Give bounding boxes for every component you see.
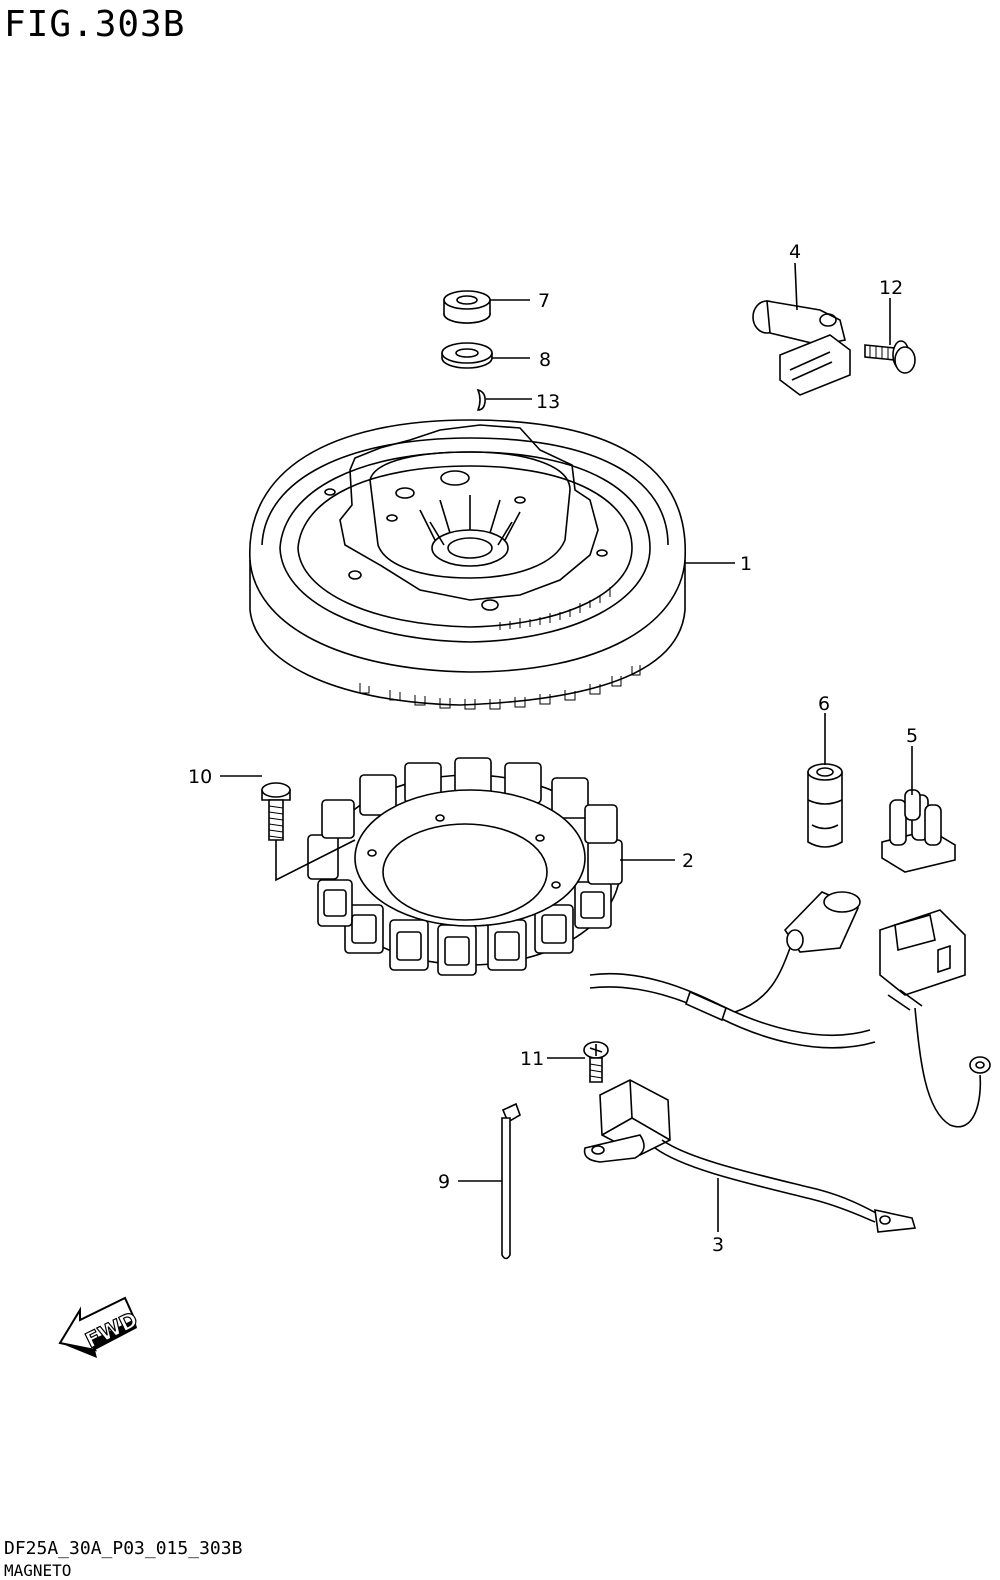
stator-coils — [307, 757, 623, 976]
flywheel-part-1[interactable] — [249, 419, 686, 710]
callout-8: 8 — [539, 349, 551, 371]
bolt-part-10[interactable] — [261, 782, 291, 841]
figure-title: FIG.303B — [4, 4, 186, 45]
washer-part-8[interactable] — [441, 342, 493, 369]
cable-tie-part-9[interactable] — [501, 1102, 521, 1260]
callout-2: 2 — [682, 850, 694, 872]
cap-part-6[interactable] — [807, 763, 843, 848]
callout-12: 12 — [879, 277, 903, 299]
fwd-arrow: FWD — [58, 1296, 142, 1358]
figure-code: DF25A_30A_P03_015_303B — [4, 1538, 243, 1559]
sensor-part-4[interactable] — [752, 300, 851, 396]
connector-part-5[interactable] — [881, 789, 956, 873]
nut-part-7[interactable] — [443, 290, 491, 324]
leader-lines — [220, 262, 913, 1232]
callout-numbers: 1 2 3 4 5 6 7 8 9 10 11 12 13 — [188, 241, 918, 1256]
callout-3: 3 — [712, 1234, 724, 1256]
key-part-13[interactable] — [476, 388, 486, 411]
stator-part-2[interactable] — [307, 757, 991, 1128]
callout-1: 1 — [740, 553, 752, 575]
callout-11: 11 — [520, 1048, 544, 1070]
callout-10: 10 — [188, 766, 212, 788]
callout-4: 4 — [789, 241, 801, 263]
pulser-coil-part-3[interactable] — [583, 1079, 917, 1233]
callout-6: 6 — [818, 693, 830, 715]
callout-5: 5 — [906, 725, 918, 747]
callout-7: 7 — [538, 290, 550, 312]
callout-9: 9 — [438, 1171, 450, 1193]
bolt-part-12[interactable] — [864, 340, 916, 374]
figure-name: MAGNETO — [4, 1561, 72, 1580]
callout-13: 13 — [536, 391, 560, 413]
screw-part-11[interactable] — [583, 1041, 609, 1083]
